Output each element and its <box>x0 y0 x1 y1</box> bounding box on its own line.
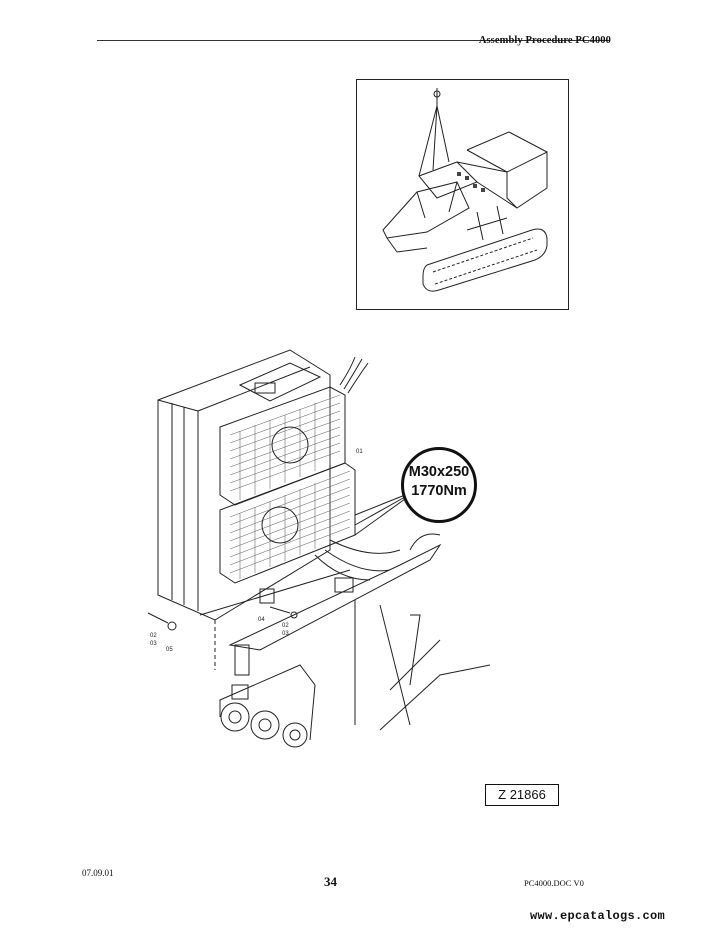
callout-02-right: 02 <box>282 623 289 629</box>
inset-overview-frame <box>356 79 569 310</box>
drawing-reference-number: Z 21866 <box>485 784 559 806</box>
page-number: 34 <box>324 874 337 889</box>
footer-date: 07.09.01 <box>82 868 114 878</box>
watermark-url: www.epcatalogs.com <box>530 909 666 923</box>
callout-05: 05 <box>166 647 173 653</box>
cooler-exploded-view: 01 04 02 03 02 03 05 <box>147 349 491 748</box>
callout-03-right: 03 <box>282 631 289 637</box>
callout-04: 04 <box>258 617 265 623</box>
bolt-size-label: M30x250 <box>408 464 470 480</box>
page-header-title: Assembly Procedure PC4000 <box>478 35 611 46</box>
callout-02-left: 02 <box>150 633 157 639</box>
callout-01: 01 <box>356 449 363 455</box>
excavator-overview-drawing <box>382 88 548 292</box>
torque-value-label: 1770Nm <box>411 483 467 499</box>
header-rule <box>97 40 609 41</box>
cooler-assembly-drawing: 01 04 02 03 02 03 05 <box>140 345 500 765</box>
callout-03-left: 03 <box>150 641 157 647</box>
bolt-torque-spec-bubble: M30x250 1770Nm <box>401 447 477 523</box>
footer-document-name: PC4000.DOC V0 <box>524 878 584 888</box>
